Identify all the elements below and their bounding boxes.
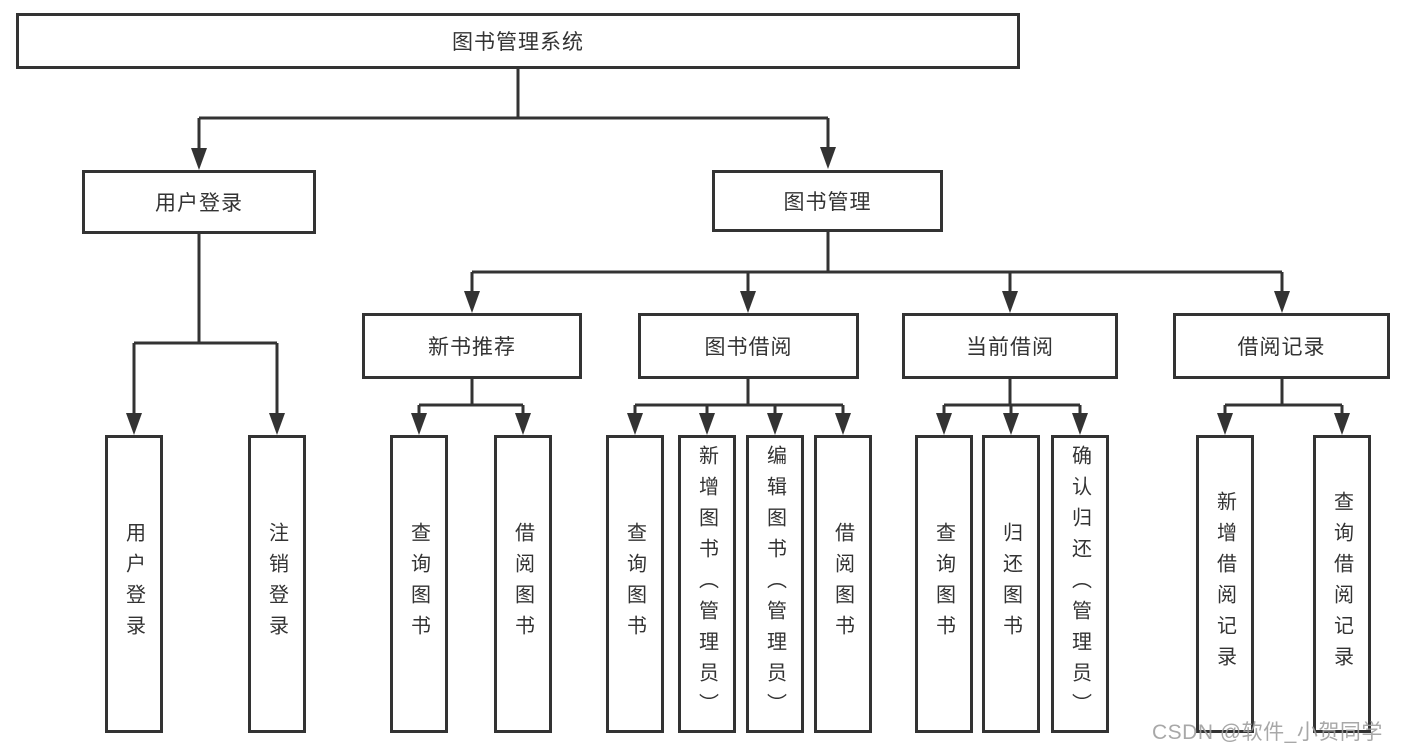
leaf-borrow-books-2: 借阅图书 (814, 435, 872, 733)
leaf-add-borrow-record: 新增借阅记录 (1196, 435, 1254, 733)
leaf-logout-login: 注销登录 (248, 435, 306, 733)
leaf-query-books-3: 查询图书 (915, 435, 973, 733)
node-new-book-recommend: 新书推荐 (362, 313, 582, 379)
node-root: 图书管理系统 (16, 13, 1020, 69)
leaf-borrow-books-1: 借阅图书 (494, 435, 552, 733)
leaf-edit-books-admin: 编辑图书（管理员） (746, 435, 804, 733)
leaf-query-borrow-record: 查询借阅记录 (1313, 435, 1371, 733)
node-book-borrow: 图书借阅 (638, 313, 859, 379)
node-current-borrow: 当前借阅 (902, 313, 1118, 379)
node-book-management: 图书管理 (712, 170, 943, 232)
leaf-user-login: 用户登录 (105, 435, 163, 733)
leaf-confirm-return-admin: 确认归还（管理员） (1051, 435, 1109, 733)
leaf-query-books-2: 查询图书 (606, 435, 664, 733)
csdn-watermark: CSDN @软件_小贺同学 (1152, 721, 1383, 744)
leaf-query-books-1: 查询图书 (390, 435, 448, 733)
leaf-add-books-admin: 新增图书（管理员） (678, 435, 736, 733)
leaf-return-books: 归还图书 (982, 435, 1040, 733)
node-borrow-records: 借阅记录 (1173, 313, 1390, 379)
node-user-login: 用户登录 (82, 170, 316, 234)
